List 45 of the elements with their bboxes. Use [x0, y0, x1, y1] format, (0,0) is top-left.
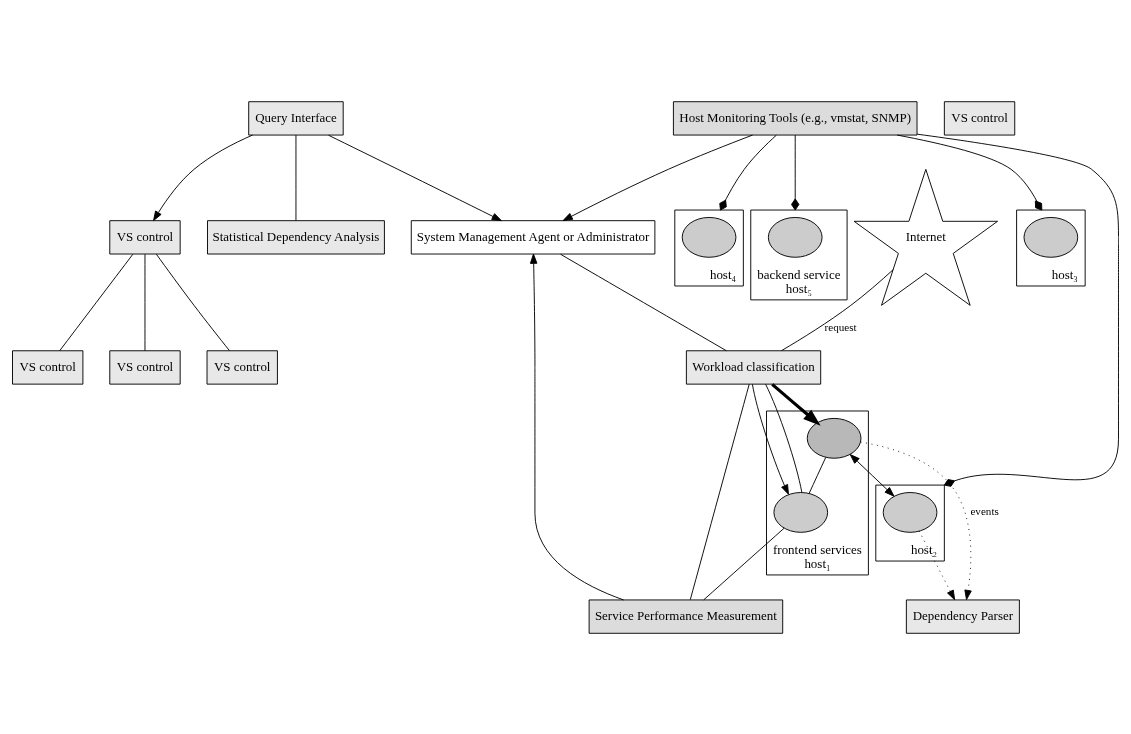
arrow [771, 382, 821, 426]
arrow [562, 134, 753, 221]
node-circle [806, 417, 862, 459]
node-circle [681, 216, 737, 258]
node-box: Statistical Dependency Analysis [207, 219, 385, 254]
connector [808, 456, 827, 494]
connector [144, 253, 146, 351]
arrow [849, 453, 895, 497]
node-circle [773, 491, 829, 533]
node-box: System Management Agent or Administrator [410, 219, 656, 254]
node-box: VS control [943, 100, 1016, 135]
connector [719, 134, 777, 210]
node-box: VS control [109, 349, 181, 385]
node-box: Service Performance Measurement [588, 599, 784, 634]
node-circle [882, 491, 938, 533]
arrow [751, 383, 789, 495]
node-box: VS control [12, 349, 84, 385]
node-box: Workload classification [685, 349, 822, 385]
node-circle [767, 216, 823, 258]
connector [791, 134, 800, 210]
arrow [153, 134, 254, 221]
node-circle [1023, 216, 1079, 258]
connector [781, 268, 894, 351]
connector [703, 527, 785, 600]
arrow [918, 530, 956, 600]
node-box: Query Interface [248, 100, 344, 135]
connector [765, 383, 803, 493]
connector [295, 134, 297, 221]
node-box: VS control [109, 219, 181, 254]
node-box: VS control [206, 349, 278, 385]
arrow [328, 134, 502, 221]
connector [59, 253, 134, 351]
node-box: Host Monitoring Tools (e.g., vmstat, SNMP) [672, 100, 918, 135]
connector [560, 253, 727, 351]
connector [155, 253, 230, 351]
edge-label: events [970, 504, 999, 517]
cluster: backend service host₅ [750, 209, 848, 300]
node-box: Dependency Parser [905, 599, 1020, 634]
cluster: host₄ [674, 209, 744, 286]
connector [916, 133, 1119, 487]
edge-label: request [824, 320, 857, 333]
cluster: host₃ [1016, 209, 1086, 286]
connector [689, 383, 750, 600]
connector [896, 134, 1043, 210]
arrow [529, 253, 625, 600]
